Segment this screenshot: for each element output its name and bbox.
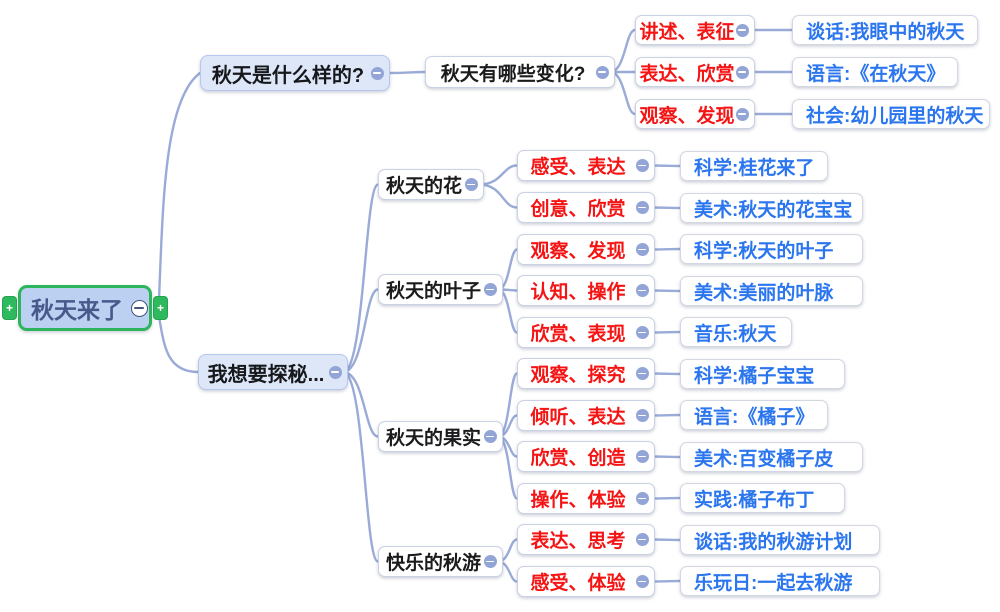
node-theme-flowers[interactable]: 秋天的花 bbox=[378, 169, 484, 200]
collapse-minus-icon[interactable] bbox=[635, 326, 649, 339]
node-theme-outing[interactable]: 快乐的秋游 bbox=[378, 546, 503, 577]
collapse-minus-icon[interactable] bbox=[130, 299, 148, 317]
expand-plus-icon-right[interactable]: + bbox=[153, 296, 168, 320]
node-activity-b1-1[interactable]: 语言:《在秋天》 bbox=[792, 57, 958, 87]
node-strategy-b2-0-1[interactable]: 创意、欣赏 bbox=[517, 192, 655, 223]
node-strategy-b2-2-3[interactable]: 操作、体验 bbox=[517, 483, 655, 514]
collapse-minus-icon[interactable] bbox=[328, 365, 342, 379]
collapse-minus-icon[interactable] bbox=[635, 533, 649, 546]
node-branch1-subtopic[interactable]: 秋天有哪些变化? bbox=[425, 56, 615, 88]
collapse-minus-icon[interactable] bbox=[635, 492, 649, 505]
node-activity-b2-1-0[interactable]: 科学:秋天的叶子 bbox=[680, 234, 863, 264]
collapse-minus-icon[interactable] bbox=[735, 23, 749, 37]
connector-line bbox=[477, 183, 519, 209]
node-strategy-b1-2[interactable]: 观察、发现 bbox=[635, 99, 755, 129]
collapse-minus-icon[interactable] bbox=[595, 65, 609, 79]
collapse-minus-icon[interactable] bbox=[464, 178, 478, 191]
connector-line bbox=[383, 70, 427, 75]
collapse-minus-icon[interactable] bbox=[483, 283, 497, 296]
node-theme-fruits[interactable]: 秋天的果实 bbox=[378, 421, 503, 452]
node-activity-b2-2-3[interactable]: 实践:橘子布丁 bbox=[680, 483, 845, 513]
node-activity-b1-2[interactable]: 社会:幼儿园里的秋天 bbox=[792, 99, 990, 129]
node-strategy-b2-0-0[interactable]: 感受、表达 bbox=[517, 150, 655, 181]
connector-line bbox=[157, 71, 202, 301]
collapse-minus-icon[interactable] bbox=[635, 284, 649, 297]
node-strategy-b1-0[interactable]: 讲述、表征 bbox=[635, 15, 755, 45]
node-activity-b2-3-0[interactable]: 谈话:我的秋游计划 bbox=[680, 525, 880, 555]
collapse-minus-icon[interactable] bbox=[735, 65, 749, 79]
node-strategy-b2-2-2[interactable]: 欣赏、创造 bbox=[517, 441, 655, 472]
node-activity-b2-2-2[interactable]: 美术:百变橘子皮 bbox=[680, 442, 863, 472]
node-strategy-b2-3-1[interactable]: 感受、体验 bbox=[517, 566, 655, 597]
node-activity-b2-0-0[interactable]: 科学:桂花来了 bbox=[680, 151, 828, 181]
connector-line bbox=[157, 315, 200, 374]
collapse-minus-icon[interactable] bbox=[735, 107, 749, 121]
collapse-minus-icon[interactable] bbox=[635, 243, 649, 256]
node-strategy-b1-1[interactable]: 表达、欣赏 bbox=[635, 57, 755, 87]
node-activity-b2-3-1[interactable]: 乐玩日:一起去秋游 bbox=[680, 566, 880, 596]
node-branch2-topic[interactable]: 我想要探秘... bbox=[198, 354, 348, 390]
expand-plus-icon-left[interactable]: + bbox=[2, 296, 17, 320]
node-activity-b1-0[interactable]: 谈话:我眼中的秋天 bbox=[792, 15, 978, 45]
node-activity-b2-1-2[interactable]: 音乐:秋天 bbox=[680, 317, 792, 347]
node-activity-b2-0-1[interactable]: 美术:秋天的花宝宝 bbox=[680, 193, 863, 223]
node-branch1-topic[interactable]: 秋天是什么样的? bbox=[200, 55, 390, 91]
collapse-minus-icon[interactable] bbox=[635, 367, 649, 380]
node-strategy-b2-2-0[interactable]: 观察、探究 bbox=[517, 358, 655, 389]
node-strategy-b2-1-2[interactable]: 欣赏、表现 bbox=[517, 317, 655, 348]
node-strategy-b2-2-1[interactable]: 倾听、表达 bbox=[517, 400, 655, 431]
node-strategy-b2-1-1[interactable]: 认知、操作 bbox=[517, 275, 655, 306]
connector-line bbox=[341, 370, 380, 438]
collapse-minus-icon[interactable] bbox=[483, 555, 497, 568]
connector-line bbox=[477, 164, 519, 186]
node-strategy-b2-3-0[interactable]: 表达、思考 bbox=[517, 524, 655, 555]
collapse-minus-icon[interactable] bbox=[635, 409, 649, 422]
node-activity-b2-2-1[interactable]: 语言:《橘子》 bbox=[680, 400, 828, 430]
node-theme-leaves[interactable]: 秋天的叶子 bbox=[378, 274, 503, 305]
collapse-minus-icon[interactable] bbox=[635, 450, 649, 463]
connector-line bbox=[341, 370, 380, 563]
collapse-minus-icon[interactable] bbox=[370, 66, 384, 80]
node-activity-b2-1-1[interactable]: 美术:美丽的叶脉 bbox=[680, 276, 863, 306]
collapse-minus-icon[interactable] bbox=[483, 430, 497, 443]
collapse-minus-icon[interactable] bbox=[635, 575, 649, 588]
connector-line bbox=[341, 288, 380, 374]
collapse-minus-icon[interactable] bbox=[635, 201, 649, 214]
node-strategy-b2-1-0[interactable]: 观察、发现 bbox=[517, 234, 655, 265]
connector-line bbox=[341, 183, 380, 374]
root-node[interactable]: 秋天来了 bbox=[18, 285, 152, 331]
collapse-minus-icon[interactable] bbox=[635, 159, 649, 172]
node-activity-b2-2-0[interactable]: 科学:橘子宝宝 bbox=[680, 359, 845, 389]
